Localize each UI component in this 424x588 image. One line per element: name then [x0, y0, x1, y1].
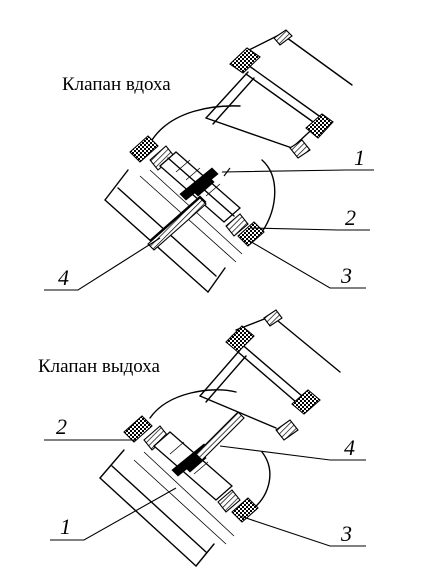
inhalation-valve-disc — [147, 167, 219, 251]
inhalation-callout-4: 4 — [58, 265, 69, 290]
exhalation-callout-1: 1 — [60, 514, 71, 539]
exhalation-valve-title: Клапан выдоха — [38, 356, 161, 377]
exhalation-valve-disc — [171, 411, 245, 477]
exhalation-callout-2: 2 — [56, 414, 67, 439]
inhalation-callout-1: 1 — [354, 145, 365, 170]
inhalation-valve-title: Клапан вдоха — [62, 74, 171, 95]
exhalation-upper-tube — [199, 309, 341, 441]
exhalation-valve-housing — [149, 389, 271, 509]
inhalation-valve-housing — [151, 105, 276, 233]
exhalation-valve-drawing: Клапан выдоха — [38, 309, 366, 567]
exhalation-callout-3: 3 — [340, 521, 352, 546]
inhalation-upper-tube — [205, 29, 353, 159]
inhalation-callout-3: 3 — [340, 263, 352, 288]
inhalation-callout-2: 2 — [345, 205, 356, 230]
inhalation-leaders — [44, 167, 374, 291]
exhalation-callout-4: 4 — [344, 435, 355, 460]
inhalation-valve-drawing: Клапан вдоха — [44, 29, 374, 293]
exhalation-lower-tube — [99, 449, 235, 567]
exhalation-leaders — [44, 439, 366, 547]
